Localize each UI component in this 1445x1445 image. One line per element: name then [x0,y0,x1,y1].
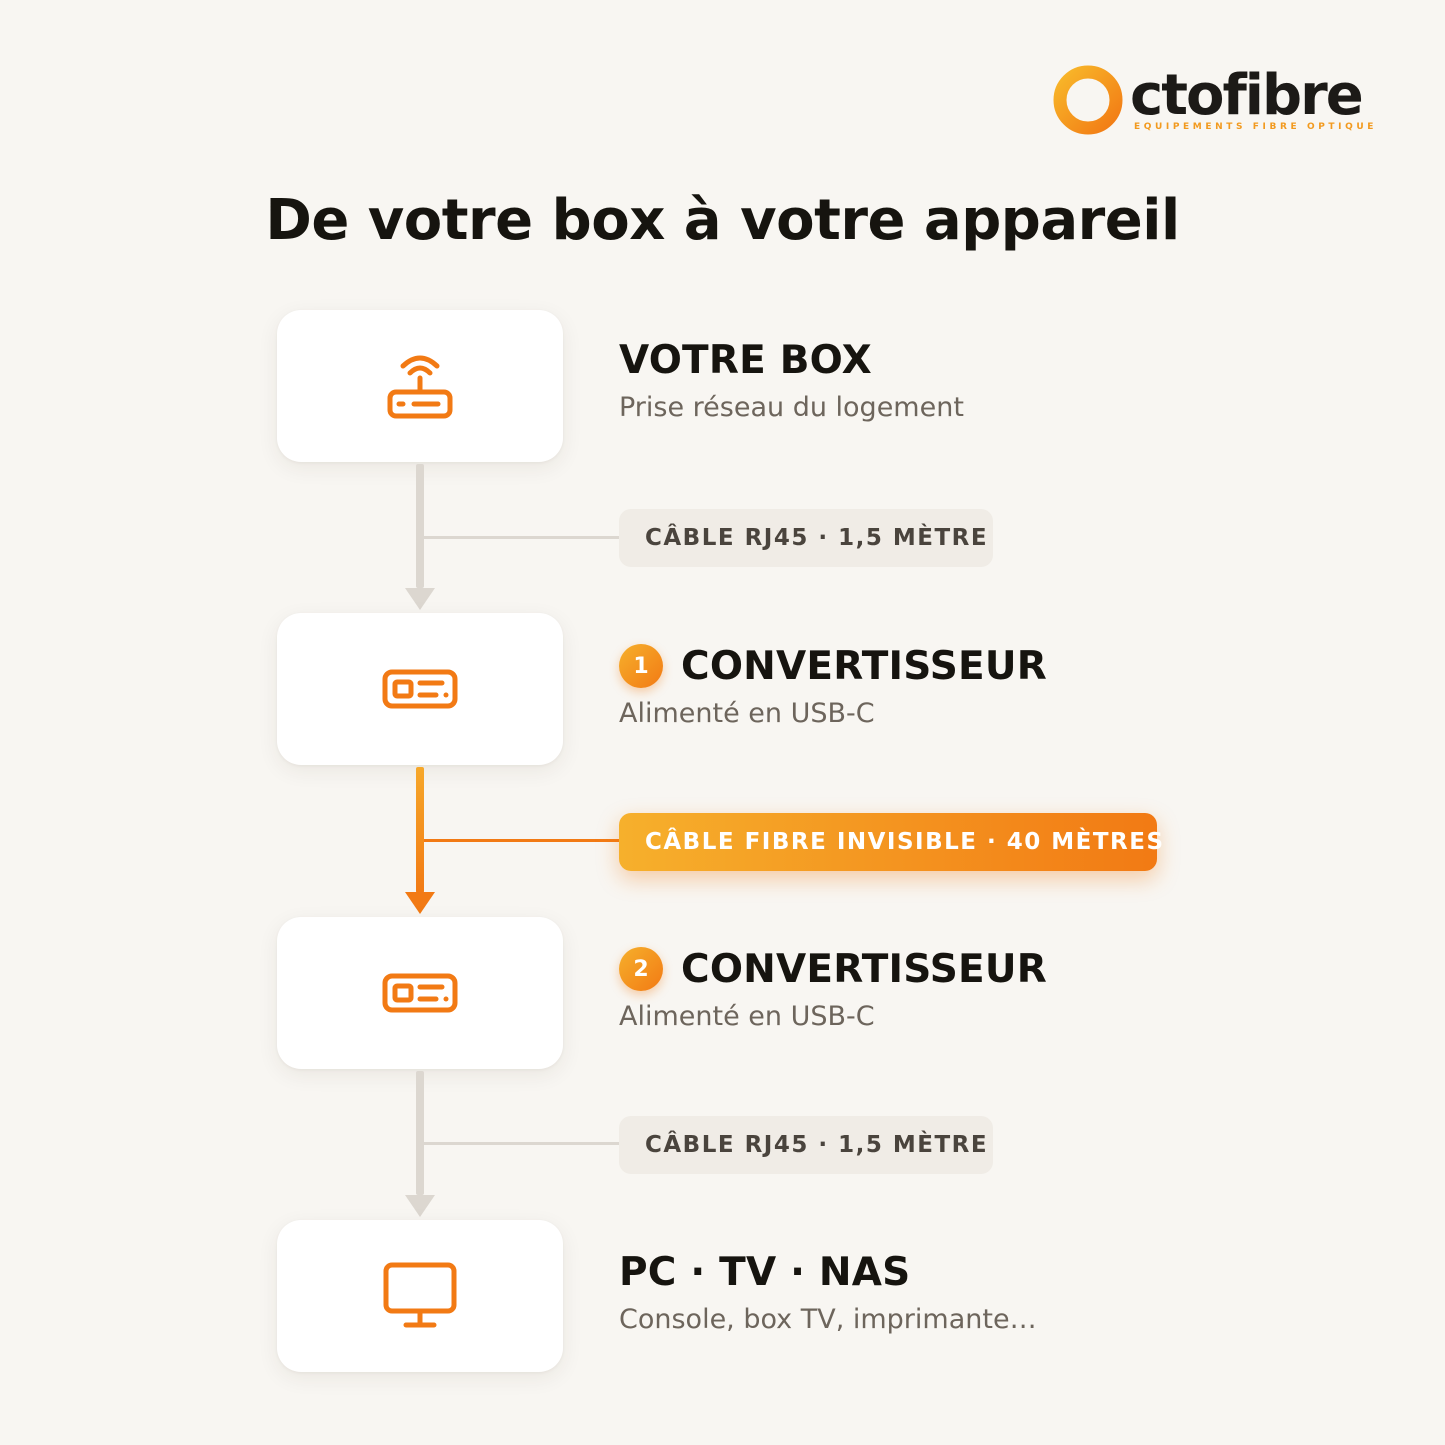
step-title: CONVERTISSEUR [681,643,1047,689]
connector-line-2 [416,767,424,893]
step-subtitle: Alimenté en USB-C [619,698,875,729]
step-subtitle: Console, box TV, imprimante… [619,1304,1037,1335]
step-card-box [277,310,563,462]
logo-tagline: EQUIPEMENTS FIBRE OPTIQUE [1134,122,1377,132]
connector-line-3 [416,1071,424,1195]
converter-icon [382,669,458,709]
connector-line-1 [416,464,424,588]
octofibre-logo: ctofibre EQUIPEMENTS FIBRE OPTIQUE [1050,60,1390,140]
step-devices-text: PC · TV · NAS Console, box TV, imprimant… [619,1246,1037,1336]
step-card-converter-2 [277,917,563,1069]
cable-label-fibre: CÂBLE FIBRE INVISIBLE · 40 MÈTRES [619,813,1163,871]
step-number-badge: 2 [619,947,663,991]
logo-ring-icon [1053,65,1123,135]
connector-branch-1 [424,536,620,539]
step-subtitle: Alimenté en USB-C [619,1001,875,1032]
step-card-converter-1 [277,613,563,765]
step-subtitle: Prise réseau du logement [619,392,964,423]
step-converter-2-text: 2 CONVERTISSEUR Alimenté en USB-C [619,943,1047,1032]
page-title: De votre box à votre appareil [265,188,1180,253]
step-title: VOTRE BOX [619,337,872,383]
monitor-icon [383,1262,457,1328]
arrow-down-icon [405,1195,435,1217]
cable-label-rj45-2: CÂBLE RJ45 · 1,5 MÈTRE [619,1116,993,1174]
step-converter-1-text: 1 CONVERTISSEUR Alimenté en USB-C [619,640,1047,729]
arrow-down-icon [405,588,435,610]
step-box-text: VOTRE BOX Prise réseau du logement [619,334,964,424]
converter-icon [382,973,458,1013]
logo-wordmark: ctofibre [1130,63,1364,128]
connector-branch-3 [424,1142,620,1145]
step-number-badge: 1 [619,644,663,688]
cable-label-rj45-1: CÂBLE RJ45 · 1,5 MÈTRE [619,509,993,567]
step-card-devices [277,1220,563,1372]
arrow-down-icon [405,892,435,914]
step-title: CONVERTISSEUR [681,946,1047,992]
router-icon [387,355,453,419]
connector-branch-2 [424,839,620,842]
step-title: PC · TV · NAS [619,1249,911,1295]
